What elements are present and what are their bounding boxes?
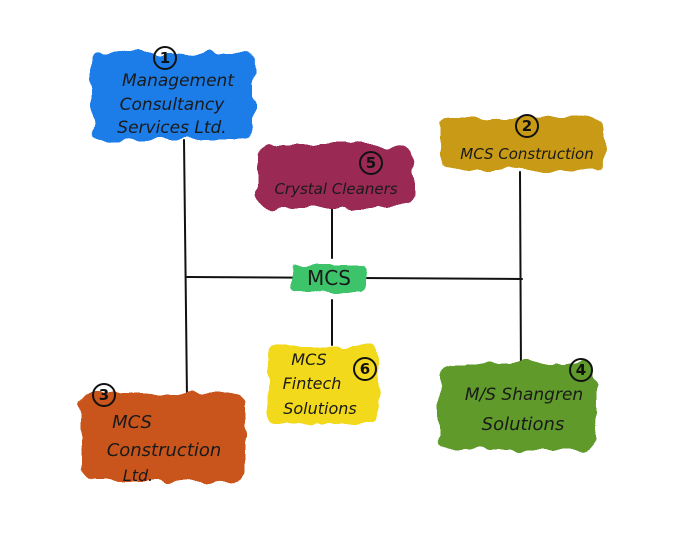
connector-right-vertical bbox=[519, 171, 522, 377]
node-2-number-circle bbox=[515, 114, 539, 138]
node-5-number: 5 bbox=[366, 154, 376, 172]
node-1-number: 1 bbox=[160, 49, 170, 67]
node-2-number: 2 bbox=[522, 117, 532, 135]
node-6-number-circle bbox=[353, 357, 377, 381]
node-2-line-1: MCS Construction bbox=[460, 145, 594, 163]
node-1-line-1: Management bbox=[122, 71, 235, 91]
node-3-number: 3 bbox=[99, 386, 109, 404]
node-6-blob bbox=[268, 345, 378, 423]
node-4-line-2: Solutions bbox=[482, 414, 565, 435]
node-1: 1 Management Consultancy Services Ltd. bbox=[92, 46, 254, 140]
node-4-number: 4 bbox=[576, 361, 586, 379]
node-2: 2 MCS Construction bbox=[440, 114, 605, 170]
node-3-line-3: Ltd. bbox=[123, 466, 153, 485]
connector-left-vertical bbox=[183, 139, 188, 399]
node-4: 4 M/S Shangren Solutions bbox=[438, 358, 596, 450]
node-3-line-1: MCS bbox=[112, 412, 152, 433]
center-node: MCS bbox=[290, 265, 368, 292]
node-2-blob bbox=[440, 118, 605, 170]
node-1-blob bbox=[92, 52, 254, 140]
node-3-line-2: Construction bbox=[107, 440, 222, 461]
node-6-line-2: Fintech bbox=[283, 374, 342, 393]
node-6-line-3: Solutions bbox=[283, 399, 357, 418]
center-blob bbox=[290, 265, 368, 292]
node-5: 5 Crystal Cleaners bbox=[256, 145, 414, 208]
node-6-number: 6 bbox=[360, 360, 370, 378]
node-1-number-circle bbox=[153, 46, 177, 70]
node-4-blob bbox=[438, 362, 596, 450]
node-1-line-3: Services Ltd. bbox=[117, 118, 226, 138]
node-4-number-circle bbox=[569, 358, 593, 382]
node-3-blob bbox=[80, 392, 245, 482]
node-6-line-1: MCS bbox=[291, 350, 326, 369]
node-4-line-1: M/S Shangren bbox=[465, 385, 583, 405]
node-5-blob bbox=[256, 145, 414, 208]
node-1-line-2: Consultancy bbox=[120, 95, 226, 115]
center-label: MCS bbox=[307, 266, 351, 290]
node-3: 3 MCS Construction Ltd. bbox=[80, 383, 245, 485]
node-6: 6 MCS Fintech Solutions bbox=[268, 345, 378, 423]
node-5-number-circle bbox=[359, 151, 383, 175]
node-5-line-1: Crystal Cleaners bbox=[274, 180, 397, 198]
node-3-number-circle bbox=[92, 383, 116, 407]
